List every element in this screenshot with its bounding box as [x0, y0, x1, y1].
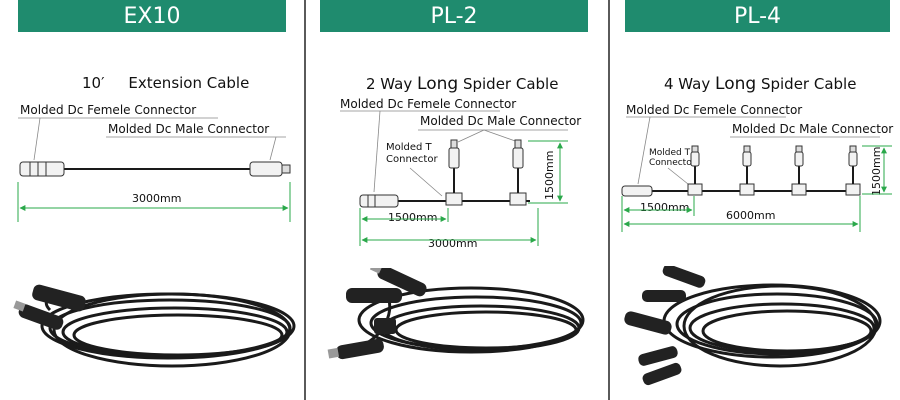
female-connector-icon — [32, 284, 86, 312]
t-connector-icon — [687, 183, 703, 196]
panel-header-pl2: PL-2 — [320, 0, 588, 32]
male-connector-icon — [848, 151, 858, 167]
male-connector-icon — [377, 268, 427, 297]
title-long: Long — [715, 74, 757, 94]
female-connector-icon — [346, 288, 402, 303]
title-prefix: 10′ — [82, 74, 105, 92]
t-connector-icon — [739, 183, 755, 196]
product-title: 4 Way Long Spider Cable — [664, 74, 856, 94]
panel-divider — [304, 0, 306, 400]
female-connector-label: Molded Dc Femele Connector — [626, 103, 803, 117]
male-connector-icon — [794, 151, 804, 167]
leader-lines — [626, 116, 880, 185]
total-length-label: 6000mm — [726, 209, 776, 222]
male-connector-icon — [638, 346, 678, 366]
leader-lines — [340, 110, 568, 197]
male-connector-icon — [249, 161, 283, 177]
title-prefix: 4 Way — [664, 75, 711, 93]
title-prefix: 2 Way — [366, 75, 413, 93]
title-main: Spider Cable — [462, 75, 559, 93]
female-connector-label: Molded Dc Femele Connector — [340, 97, 517, 111]
panel-divider — [608, 0, 610, 400]
female-connector-icon — [624, 311, 672, 335]
coiled-cable-photo — [13, 284, 296, 368]
product-title: 2 Way Long Spider Cable — [366, 74, 558, 94]
dimension-line — [621, 145, 892, 232]
spider-cable-4way-drawing — [621, 145, 861, 197]
leader-lines — [18, 117, 286, 161]
dimension-line — [17, 182, 291, 222]
title-main: Extension Cable — [128, 74, 250, 92]
male-connector-icon — [642, 362, 682, 386]
t-connector-icon — [445, 192, 463, 206]
title-main: Spider Cable — [760, 75, 857, 93]
t-connector-icon — [845, 183, 861, 196]
t-connector-icon — [374, 318, 396, 334]
t-connector-icon — [791, 183, 807, 196]
female-connector-label: Molded Dc Femele Connector — [20, 103, 197, 117]
panel-header-pl4: PL-4 — [625, 0, 890, 32]
t-connector-label: Molded T Connector — [649, 148, 696, 168]
male-connector-icon — [448, 147, 460, 169]
dimension-line — [359, 140, 568, 246]
male-connector-icon — [742, 151, 752, 167]
male-connector-icon — [512, 147, 524, 169]
panel-header-ex10: EX10 — [18, 0, 286, 32]
t-connector-label: Molded T Connector — [386, 142, 438, 165]
female-connector-icon — [19, 161, 65, 177]
female-connector-icon — [359, 194, 399, 208]
total-length-label: 3000mm — [132, 192, 182, 205]
male-connector-icon — [662, 266, 706, 288]
male-connector-icon — [642, 290, 686, 302]
product-title: 10′ Extension Cable — [82, 74, 249, 92]
male-connector-icon — [18, 304, 64, 330]
male-connector-label: Molded Dc Male Connector — [420, 114, 582, 128]
male-connector-icon — [336, 338, 384, 360]
spider-cable-4way-photo — [624, 266, 882, 386]
t-connector-icon — [509, 192, 527, 206]
title-long: Long — [417, 74, 459, 94]
extension-cable-drawing — [19, 161, 291, 177]
male-connector-icon — [690, 151, 700, 167]
female-connector-icon — [621, 185, 653, 197]
spider-cable-2way-drawing — [359, 139, 530, 208]
male-connector-label: Molded Dc Male Connector — [108, 122, 270, 136]
male-connector-label: Molded Dc Male Connector — [732, 122, 894, 136]
spider-cable-2way-photo — [327, 268, 585, 360]
